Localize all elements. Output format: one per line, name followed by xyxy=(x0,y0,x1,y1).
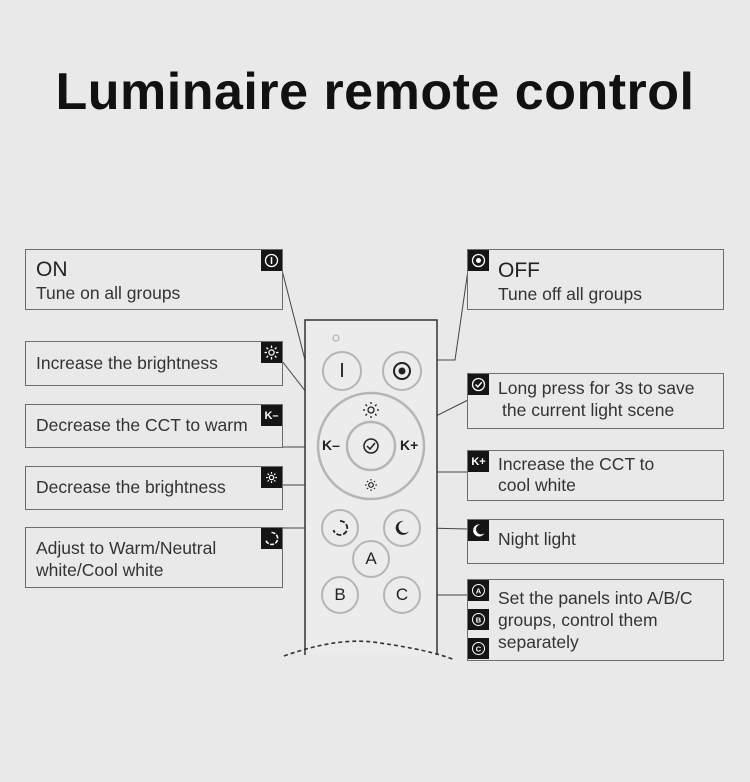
increase-cct-line1: Increase the CCT to xyxy=(498,454,655,474)
increase-brightness-label: Increase the brightness xyxy=(36,353,218,373)
power-off-badge-icon xyxy=(468,250,489,271)
group-c-badge-letter: C xyxy=(476,644,482,653)
off-desc: Tune off all groups xyxy=(498,284,642,304)
on-label-box: ON Tune on all groups xyxy=(25,249,283,310)
groups-line3: separately xyxy=(498,632,579,652)
decrease-brightness-box: Decrease the brightness xyxy=(25,466,283,510)
moon-icon xyxy=(395,520,409,535)
on-desc: Tune on all groups xyxy=(36,283,181,303)
group-a-badge-letter: A xyxy=(476,586,482,595)
group-b-badge: B xyxy=(468,609,489,630)
increase-brightness-box: Increase the brightness xyxy=(25,341,283,386)
adjust-white-line2: white/Cool white xyxy=(36,560,164,580)
groups-line1: Set the panels into A/B/C xyxy=(498,588,693,608)
power-on-icon xyxy=(261,250,282,271)
decrease-brightness-label: Decrease the brightness xyxy=(36,477,226,497)
cycle-icon xyxy=(332,520,349,536)
group-b-button[interactable]: B xyxy=(321,576,359,614)
on-button[interactable]: I xyxy=(322,351,362,391)
small-sun-icon xyxy=(261,467,282,488)
off-button[interactable] xyxy=(382,351,422,391)
increase-cct-box: Increase the CCT to cool white K+ xyxy=(467,450,724,501)
power-off-icon xyxy=(393,362,411,380)
night-light-label: Night light xyxy=(498,529,576,549)
k-plus-key[interactable]: K+ xyxy=(400,437,419,453)
k-minus-key[interactable]: K– xyxy=(322,437,340,453)
group-c-button[interactable]: C xyxy=(383,576,421,614)
increase-cct-line2: cool white xyxy=(498,475,576,495)
off-label-box: OFF Tune off all groups xyxy=(467,249,724,310)
page-title: Luminaire remote control xyxy=(55,63,695,121)
groups-line2: groups, control them xyxy=(498,610,658,630)
moon-badge-icon xyxy=(468,520,489,541)
save-scene-line2: the current light scene xyxy=(502,400,675,420)
save-scene-line1: Long press for 3s to save xyxy=(498,378,695,398)
check-icon xyxy=(468,374,489,395)
cycle-badge-icon xyxy=(261,528,282,549)
night-light-button[interactable] xyxy=(383,509,421,547)
adjust-white-box: Adjust to Warm/Neutral white/Cool white xyxy=(25,527,283,588)
group-a-button[interactable]: A xyxy=(352,540,390,578)
adjust-white-line1: Adjust to Warm/Neutral xyxy=(36,538,217,558)
cycle-white-button[interactable] xyxy=(321,509,359,547)
decrease-cct-label: Decrease the CCT to warm xyxy=(36,415,248,435)
group-a-badge: A xyxy=(468,580,489,601)
save-scene-box: Long press for 3s to save the current li… xyxy=(467,373,724,429)
sun-icon xyxy=(261,342,282,363)
k-plus-badge: K+ xyxy=(468,451,489,472)
group-c-badge: C xyxy=(468,638,489,659)
group-b-badge-letter: B xyxy=(476,615,482,624)
k-minus-badge: K– xyxy=(261,405,282,426)
night-light-box: Night light xyxy=(467,519,724,564)
off-heading: OFF xyxy=(498,259,540,282)
on-heading: ON xyxy=(36,258,68,281)
decrease-cct-box: Decrease the CCT to warm K– xyxy=(25,404,283,448)
groups-box: Set the panels into A/B/C groups, contro… xyxy=(467,579,724,661)
